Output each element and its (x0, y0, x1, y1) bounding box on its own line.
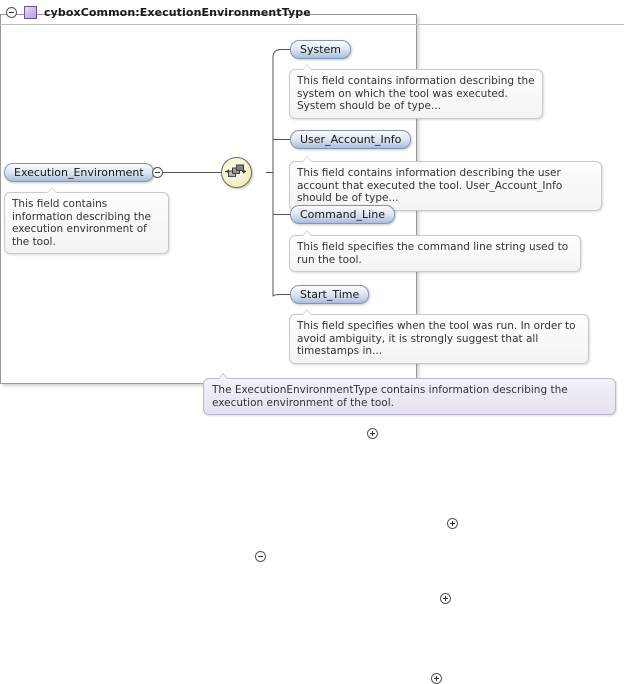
element-node-system[interactable]: System (290, 40, 352, 59)
element-node-command-line[interactable]: Command_Line (290, 205, 395, 224)
element-node-label: Execution_Environment (14, 166, 144, 179)
element-node-label: Command_Line (300, 208, 385, 221)
element-node-label: System (300, 43, 342, 56)
plus-circle-icon-start-time[interactable] (431, 673, 442, 684)
annotation-bubble-user-account-info: This field contains information describi… (289, 156, 602, 211)
minus-circle-icon-sequence[interactable] (255, 551, 266, 562)
annotation-text: This field specifies the command line st… (297, 241, 569, 266)
annotation-text: This field specifies when the tool was r… (297, 320, 576, 358)
plus-circle-icon-system[interactable] (366, 428, 378, 439)
complextype-square-icon (24, 5, 37, 19)
annotation-bubble-execution-environment: This field contains information describi… (4, 187, 169, 255)
element-node-label: User_Account_Info (300, 133, 402, 146)
annotation-text: This field contains information describi… (297, 167, 563, 205)
annotation-text: This field contains information describi… (12, 198, 152, 248)
annotation-bubble-system: This field contains information describi… (289, 64, 543, 119)
plus-circle-icon-user-account-info[interactable] (447, 518, 458, 529)
annotation-text: This field contains information describi… (297, 75, 535, 113)
minus-circle-icon-root[interactable] (152, 167, 163, 178)
element-node-user-account-info[interactable]: User_Account_Info (290, 130, 412, 149)
type-documentation-text: The ExecutionEnvironmentType contains in… (212, 384, 568, 409)
element-node-execution-environment[interactable]: Execution_Environment (4, 163, 154, 182)
type-documentation-bar: The ExecutionEnvironmentType contains in… (203, 373, 616, 416)
minus-circle-icon-type[interactable] (6, 6, 17, 18)
element-node-start-time[interactable]: Start_Time (290, 285, 370, 304)
annotation-bubble-start-time: This field specifies when the tool was r… (289, 309, 589, 364)
complex-type-header: cyboxCommon:ExecutionEnvironmentType (0, 0, 624, 25)
sequence-icon[interactable] (221, 157, 252, 188)
plus-circle-icon-command-line[interactable] (439, 593, 451, 604)
complex-type-title: cyboxCommon:ExecutionEnvironmentType (44, 5, 311, 19)
annotation-bubble-command-line: This field specifies the command line st… (289, 230, 581, 273)
element-node-label: Start_Time (300, 288, 360, 301)
